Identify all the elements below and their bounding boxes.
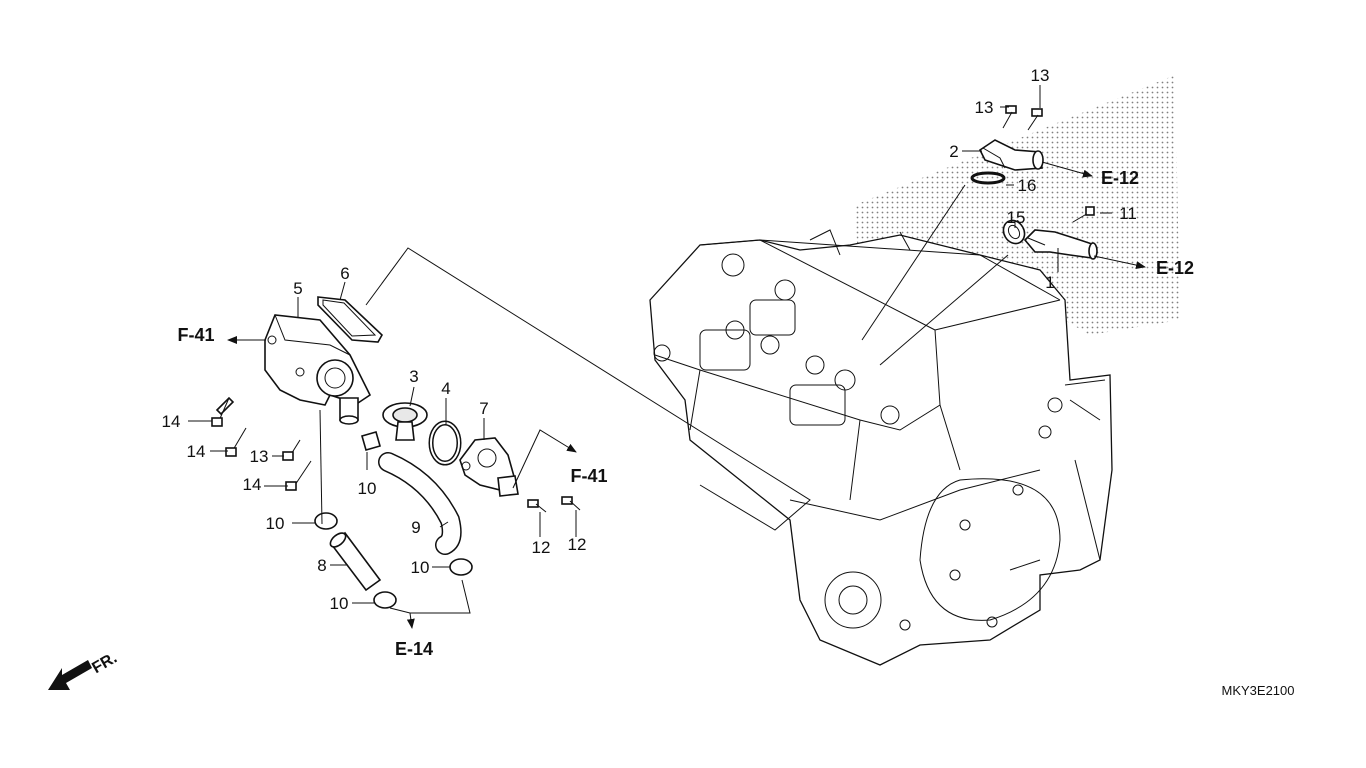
label-part-14-low: 14 <box>243 475 262 494</box>
bolts-14-13-group <box>211 396 312 491</box>
label-part-9: 9 <box>411 518 420 537</box>
label-part-10-mid: 10 <box>411 558 430 577</box>
label-part-7: 7 <box>479 399 488 418</box>
part-7-thermostat-cover <box>459 437 519 497</box>
front-direction-arrow <box>48 660 92 690</box>
part-5-thermostat-housing <box>264 314 372 425</box>
diagram-code: MKY3E2100 <box>1222 683 1295 698</box>
label-part-16: 16 <box>1018 176 1037 195</box>
label-part-12-right: 12 <box>568 535 587 554</box>
label-part-13-top: 13 <box>1031 66 1050 85</box>
label-part-3: 3 <box>409 367 418 386</box>
part-2-water-fitting <box>978 139 1044 171</box>
leader-lines <box>188 85 1112 604</box>
part-15-seal <box>1002 219 1026 245</box>
label-part-14-top: 14 <box>162 412 181 431</box>
label-part-14-mid: 14 <box>187 442 206 461</box>
label-part-13-left: 13 <box>975 98 994 117</box>
part-9-hose <box>378 452 462 555</box>
part-11-bolt <box>1072 206 1095 223</box>
part-10-clip-mid <box>449 558 473 576</box>
label-part-2: 2 <box>949 142 958 161</box>
label-part-13-housing: 13 <box>250 447 269 466</box>
ref-e14[interactable]: E-14 <box>395 639 433 659</box>
part-4-o-ring <box>428 420 462 466</box>
label-part-6: 6 <box>340 264 349 283</box>
section-arrows <box>227 161 1146 629</box>
label-part-1: 1 <box>1045 273 1054 292</box>
label-part-10-low: 10 <box>330 594 349 613</box>
front-label: FR. <box>89 649 120 677</box>
part-10-clip-low <box>373 591 397 609</box>
label-part-12-left: 12 <box>532 538 551 557</box>
label-part-4: 4 <box>441 379 450 398</box>
bolts-12-group <box>527 496 581 513</box>
part-3-thermostat <box>382 402 428 441</box>
label-part-15: 15 <box>1007 208 1026 227</box>
label-part-10-left: 10 <box>266 514 285 533</box>
part-10-clip-upper <box>361 431 381 451</box>
part-6-gasket <box>317 296 384 343</box>
label-part-8: 8 <box>317 556 326 575</box>
bolts-13-upper-group <box>1002 105 1043 131</box>
label-part-10-upper: 10 <box>358 479 377 498</box>
engine-assembly <box>649 229 1113 666</box>
part-16-o-ring <box>970 171 1006 185</box>
part-8-short-hose <box>329 531 382 592</box>
label-part-5: 5 <box>293 279 302 298</box>
ref-f41-left[interactable]: F-41 <box>177 325 214 345</box>
ref-e12-upper[interactable]: E-12 <box>1101 168 1139 188</box>
ref-f41-right[interactable]: F-41 <box>570 466 607 486</box>
part-10-clip-left <box>314 512 338 530</box>
label-part-11: 11 <box>1119 204 1137 223</box>
part-1-water-fitting <box>1023 229 1098 260</box>
ref-e12-lower[interactable]: E-12 <box>1156 258 1194 278</box>
